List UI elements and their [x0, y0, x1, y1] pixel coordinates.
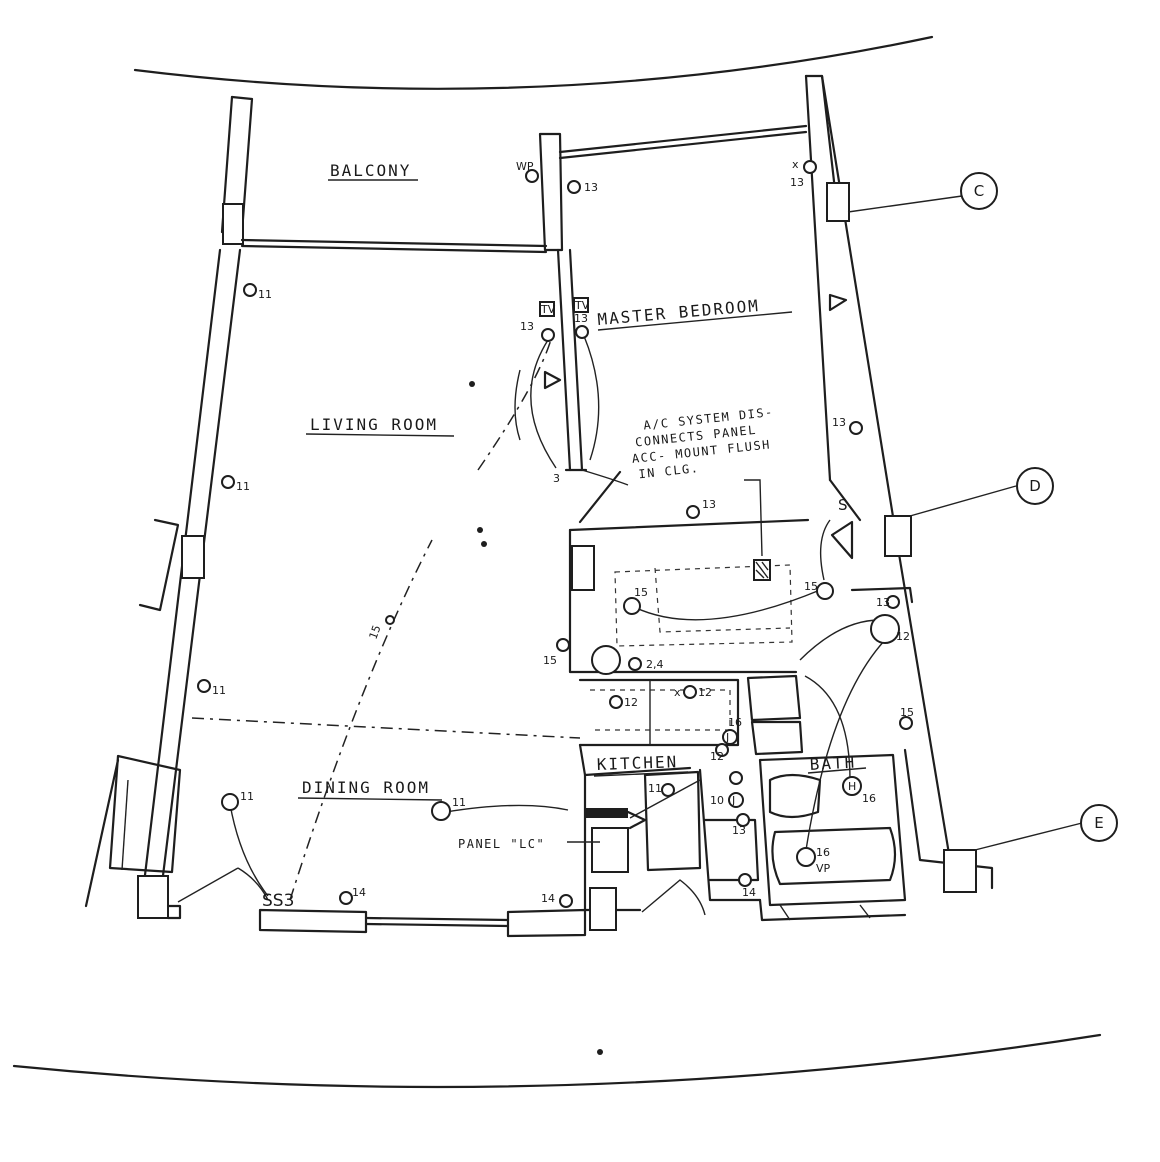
grid-leader-e: [974, 822, 1083, 851]
door-swings: [177, 469, 854, 916]
left-exterior-wall: [84, 95, 254, 920]
panel-lc-note: PANEL "LC": [458, 837, 545, 851]
svg-text:16: 16: [862, 792, 876, 805]
svg-text:13: 13: [574, 312, 588, 325]
tag-tv-living: TV: [540, 303, 556, 316]
svg-text:12: 12: [896, 630, 910, 643]
svg-text:12: 12: [698, 686, 712, 699]
front-wall: [258, 908, 587, 938]
receptacle-symbols: [197, 160, 913, 908]
tag-wp: WP: [516, 160, 534, 173]
room-label-kitchen: KITCHEN: [596, 752, 678, 774]
svg-text:13: 13: [584, 181, 598, 194]
living-dining-divider: [191, 717, 581, 739]
svg-text:11: 11: [236, 480, 250, 493]
balcony-rail: [240, 238, 548, 254]
tag-x-bedroom: x: [792, 158, 799, 171]
svg-text:14: 14: [541, 892, 555, 905]
svg-text:11: 11: [212, 684, 226, 697]
svg-text:12: 12: [624, 696, 638, 709]
panel-lc-symbol: [584, 808, 647, 830]
svg-text:15: 15: [367, 623, 384, 641]
tag-h: H: [848, 780, 856, 793]
svg-text:11: 11: [258, 288, 272, 301]
svg-text:IN CLG.: IN CLG.: [638, 461, 700, 481]
svg-text:13: 13: [702, 498, 716, 511]
circuit-numbers: 11 11 11 11 11 11 13 13 13 13 13 13 13 1…: [212, 176, 914, 905]
right-exterior-wall: [804, 74, 994, 893]
svg-text:13: 13: [876, 596, 890, 609]
building-outer-curve-top: [133, 35, 934, 90]
svg-text:15: 15: [634, 586, 648, 599]
svg-text:13: 13: [732, 824, 746, 837]
tag-ss3: SS3: [262, 891, 294, 911]
grid-bubble-d: [1016, 467, 1054, 505]
svg-text:2,4: 2,4: [646, 658, 664, 671]
svg-text:14: 14: [352, 886, 366, 899]
room-label-dining-room: DINING ROOM: [302, 778, 430, 797]
building-curve-bottom: [12, 1033, 1102, 1089]
svg-text:13: 13: [520, 320, 534, 333]
svg-text:11: 11: [452, 796, 466, 809]
room-label-balcony: BALCONY: [330, 161, 411, 180]
svg-text:16: 16: [816, 846, 830, 859]
svg-text:15: 15: [900, 706, 914, 719]
thermostat-bedroom: [828, 293, 848, 312]
tv-outlet-living: [539, 301, 555, 317]
svg-text:15: 15: [804, 580, 818, 593]
tag-x-kitchen: x: [674, 686, 681, 699]
svg-text:10: 10: [710, 794, 724, 807]
svg-text:3: 3: [553, 472, 560, 485]
grid-leader-d: [909, 485, 1017, 517]
room-label-bath: BATH: [809, 753, 856, 774]
svg-text:13: 13: [832, 416, 846, 429]
ac-disconnect-note: A/C SYSTEM DIS- CONNECTS PANEL ACC- MOUN…: [631, 405, 774, 481]
light-fixtures: [221, 381, 900, 1055]
tv-outlet-bedroom: [573, 297, 589, 313]
tag-tv-bedroom: TV: [574, 299, 590, 312]
central-partition-wall: [538, 124, 808, 472]
svg-text:11: 11: [240, 790, 254, 803]
tag-j-2: J: [731, 794, 735, 807]
tag-j-1: J: [725, 731, 729, 744]
grid-bubble-c: [960, 172, 998, 210]
svg-text:14: 14: [742, 886, 756, 899]
svg-text:13: 13: [790, 176, 804, 189]
room-label-living-room: LIVING ROOM: [310, 415, 438, 434]
room-label-master-bedroom: MASTER BEDROOM: [597, 296, 761, 329]
grid-leader-c: [847, 195, 963, 213]
svg-text:15: 15: [543, 654, 557, 667]
tag-s-bath: S: [838, 496, 848, 514]
tag-vp: VP: [816, 862, 831, 875]
grid-bubble-e: [1080, 804, 1118, 842]
grid-bubble-d-label: D: [1029, 477, 1041, 495]
svg-text:12: 12: [710, 750, 724, 763]
grid-bubble-c-label: C: [974, 182, 984, 200]
svg-text:11: 11: [648, 782, 662, 795]
thermostat-living: [543, 370, 562, 390]
svg-text:16: 16: [728, 716, 742, 729]
grid-bubble-e-label: E: [1094, 814, 1103, 832]
circuit-runs: [229, 335, 886, 901]
